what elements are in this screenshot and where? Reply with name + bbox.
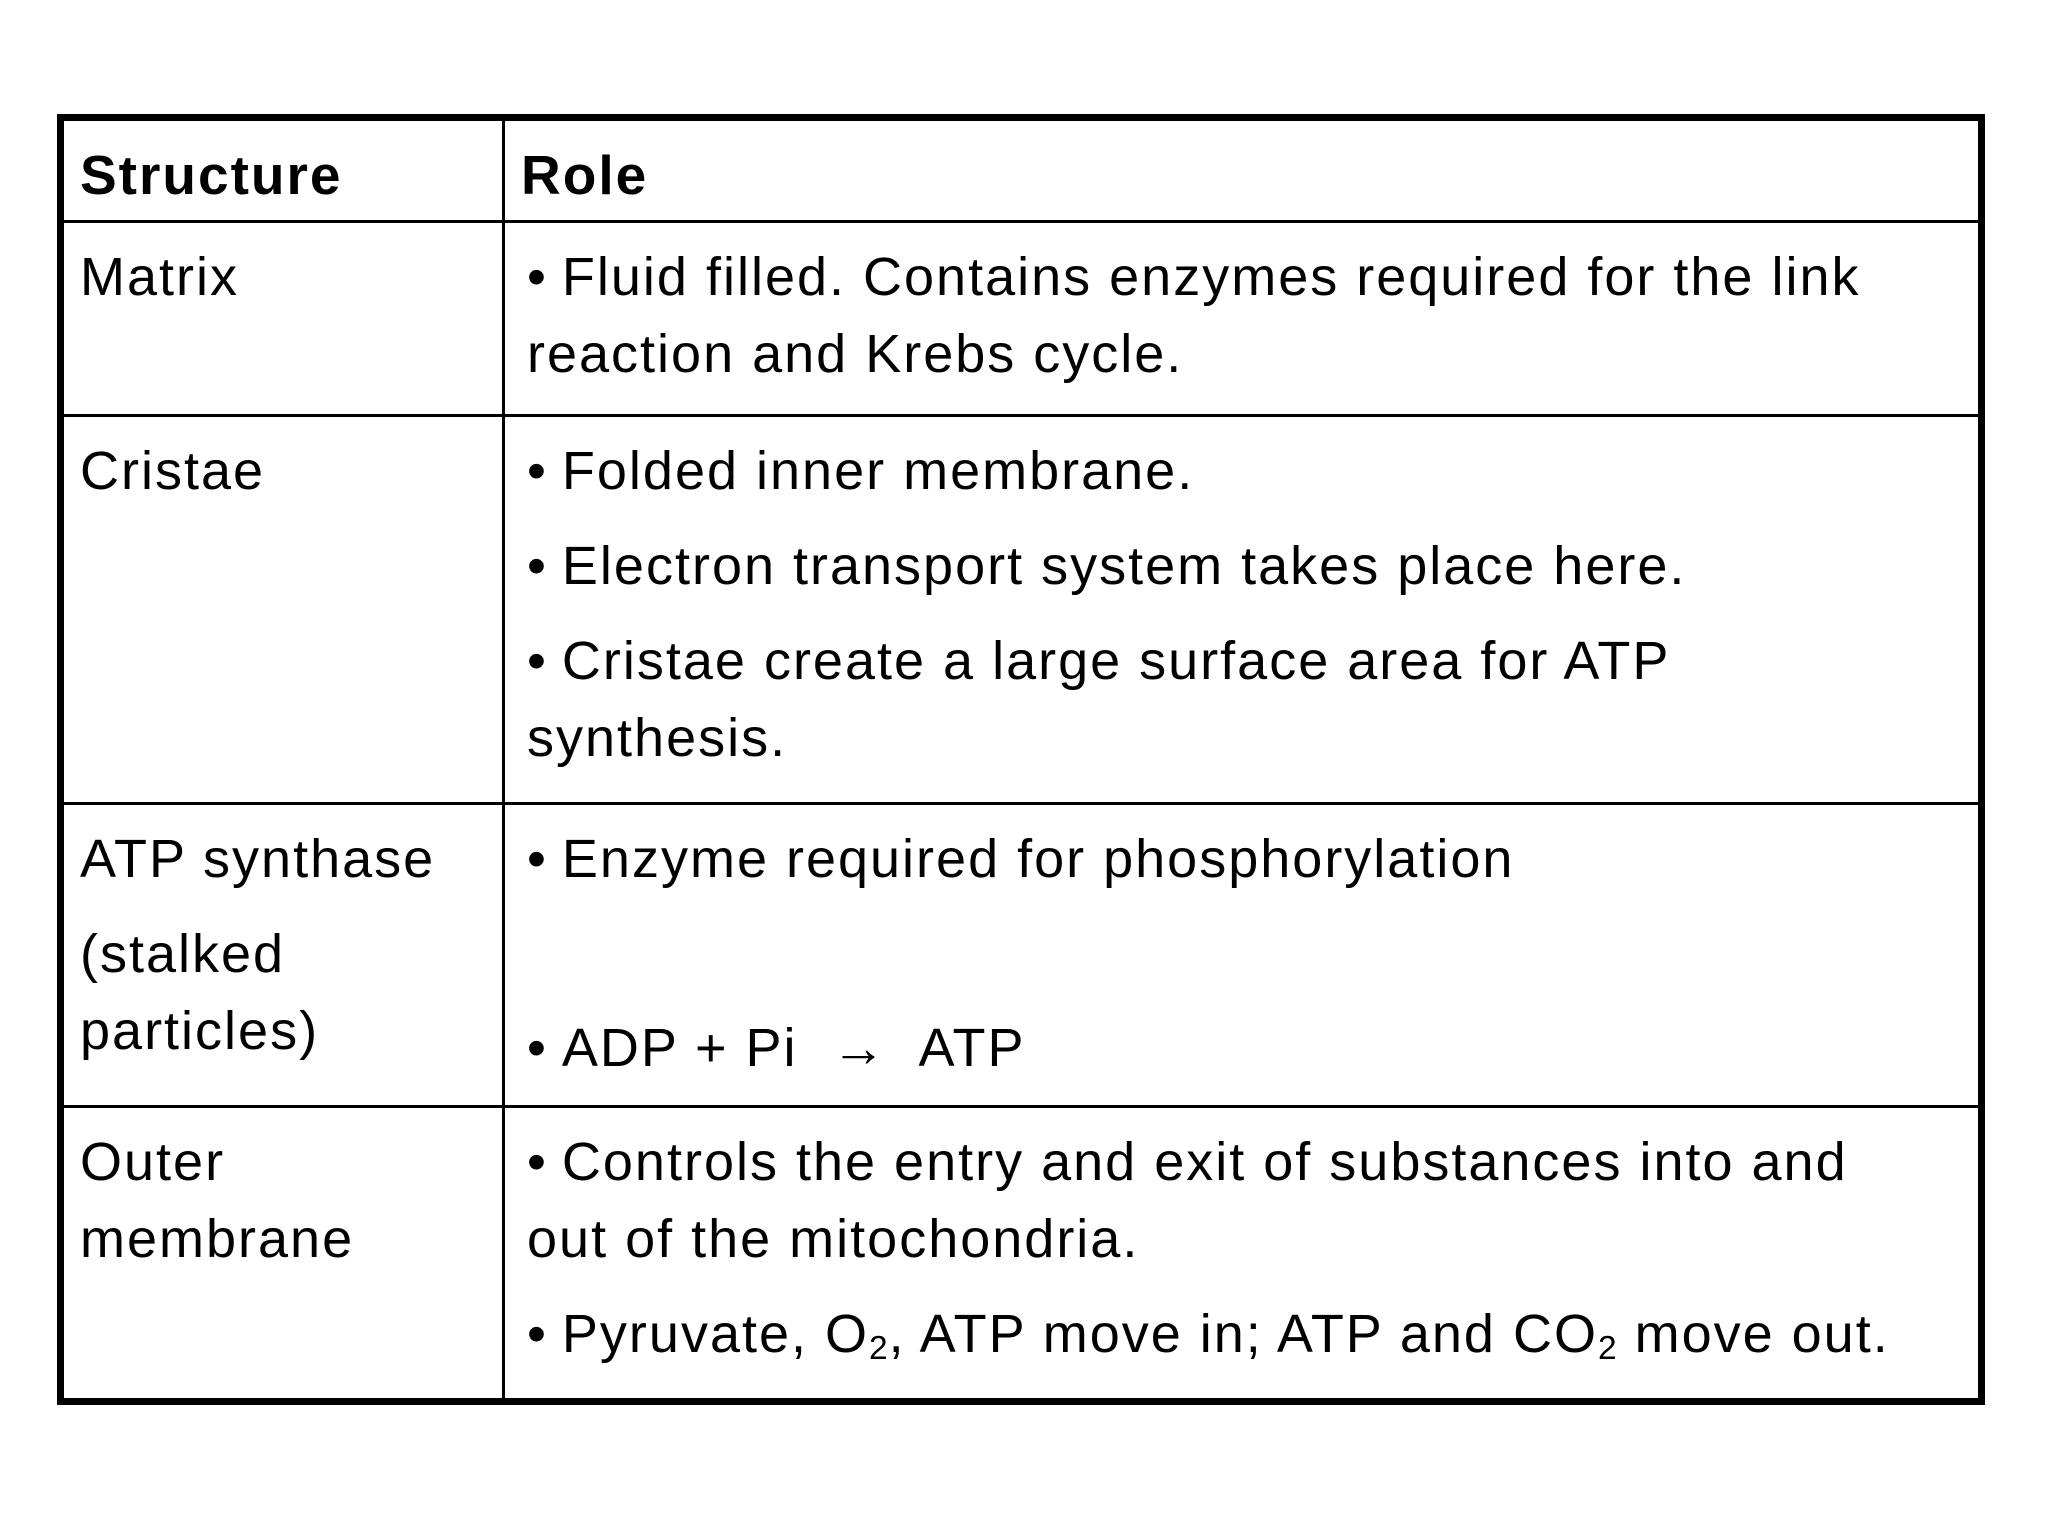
header-role: Role [502,116,1983,223]
structure-label: ATP synthase [80,829,436,889]
role-bullet: •Fluid filled. Contains enzymes required… [527,247,1861,384]
bullet-icon: • [527,1304,548,1364]
role-bullet: •Pyruvate, O2, ATP move in; ATP and CO2 … [527,1304,1890,1368]
role-bullet: •Electron transport system takes place h… [527,536,1687,596]
bullet-icon: • [527,536,548,596]
role-bullet: •Folded inner membrane. [527,441,1195,501]
bullet-icon: • [527,1132,548,1192]
role-bullet: •Enzyme required for phosphorylation [527,829,1515,889]
bullet-icon: • [527,247,548,307]
role-cell: •Enzyme required for phosphorylation •ADP… [502,802,1983,1108]
structure-label: Cristae [80,441,266,501]
structure-label: Matrix [80,247,239,307]
role-cell: •Fluid filled. Contains enzymes required… [502,220,1983,417]
subscript-text: 2 [1597,1330,1618,1368]
role-bullet: •ADP + Pi → ATP [527,1018,1026,1078]
subscript-text: 2 [869,1330,889,1368]
role-cell: •Folded inner membrane. •Electron transpo… [502,414,1983,805]
table-row: Matrix •Fluid filled. Contains enzymes re… [59,220,1983,417]
bullet-icon: • [527,441,548,501]
bullet-icon: • [527,631,548,691]
role-bullet: •Cristae create a large surface area for… [527,631,1671,768]
bullet-icon: • [527,829,548,889]
role-cell: •Controls the entry and exit of substanc… [502,1105,1983,1403]
bullet-icon: • [527,1018,548,1078]
structure-cell: Matrix [59,220,505,417]
header-structure: Structure [59,116,505,223]
role-bullet: •Controls the entry and exit of substanc… [527,1132,1848,1269]
structure-role-table: Structure Role Matrix •Fluid filled. Cont… [57,114,1985,1405]
table-header-row: Structure Role [59,116,1983,223]
table-row: Cristae •Folded inner membrane. •Electron … [59,414,1983,805]
structure-cell: Cristae [59,414,505,805]
